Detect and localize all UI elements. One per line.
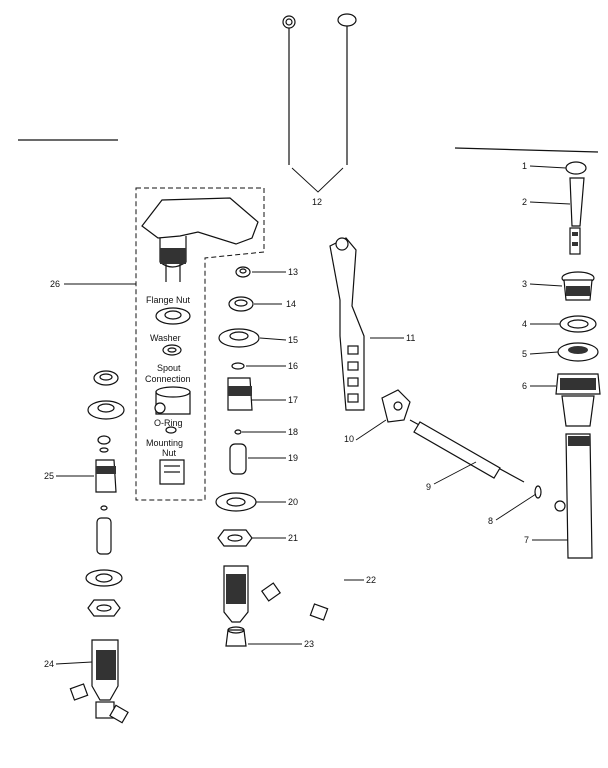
callout-1: 1 <box>522 161 527 171</box>
callout-7: 7 <box>524 535 529 545</box>
caption-nut: Nut <box>162 448 177 458</box>
leader-lines <box>55 165 571 665</box>
callout-23: 23 <box>304 639 314 649</box>
callout-18: 18 <box>288 427 298 437</box>
center-valve-stack <box>215 266 354 647</box>
left-valve-stack <box>34 370 129 760</box>
caption-spout: Spout <box>157 363 181 373</box>
callout-13: 13 <box>288 267 298 277</box>
callout-numbers: 1 2 3 4 5 6 7 8 9 10 11 12 13 14 15 16 1… <box>44 161 529 669</box>
drain-assembly <box>554 161 601 559</box>
callout-9: 9 <box>426 482 431 492</box>
callout-14: 14 <box>286 299 296 309</box>
callout-6: 6 <box>522 381 527 391</box>
callout-11: 11 <box>406 333 415 343</box>
callout-8: 8 <box>488 516 493 526</box>
callout-2: 2 <box>522 197 527 207</box>
caption-connection: Connection <box>145 374 191 384</box>
callout-4: 4 <box>522 319 527 329</box>
caption-o-ring: O-Ring <box>154 418 183 428</box>
part-captions: Flange Nut Washer Spout Connection O-Rin… <box>145 295 191 458</box>
callout-24: 24 <box>44 659 54 669</box>
callout-15: 15 <box>288 335 298 345</box>
caption-flange-nut: Flange Nut <box>146 295 191 305</box>
callout-19: 19 <box>288 453 298 463</box>
callout-17: 17 <box>288 395 298 405</box>
callout-22: 22 <box>366 575 376 585</box>
callout-3: 3 <box>522 279 527 289</box>
section-rule-right <box>454 147 599 153</box>
callout-21: 21 <box>288 533 298 543</box>
lift-rods <box>282 13 357 193</box>
caption-washer: Washer <box>150 333 181 343</box>
spout-assembly-group <box>135 187 265 501</box>
drain-linkage <box>329 237 542 499</box>
callout-12: 12 <box>312 197 322 207</box>
callout-10: 10 <box>344 434 354 444</box>
callout-26: 26 <box>50 279 60 289</box>
callout-25: 25 <box>44 471 54 481</box>
caption-mounting: Mounting <box>146 438 183 448</box>
callout-20: 20 <box>288 497 298 507</box>
callout-16: 16 <box>288 361 298 371</box>
callout-5: 5 <box>522 349 527 359</box>
